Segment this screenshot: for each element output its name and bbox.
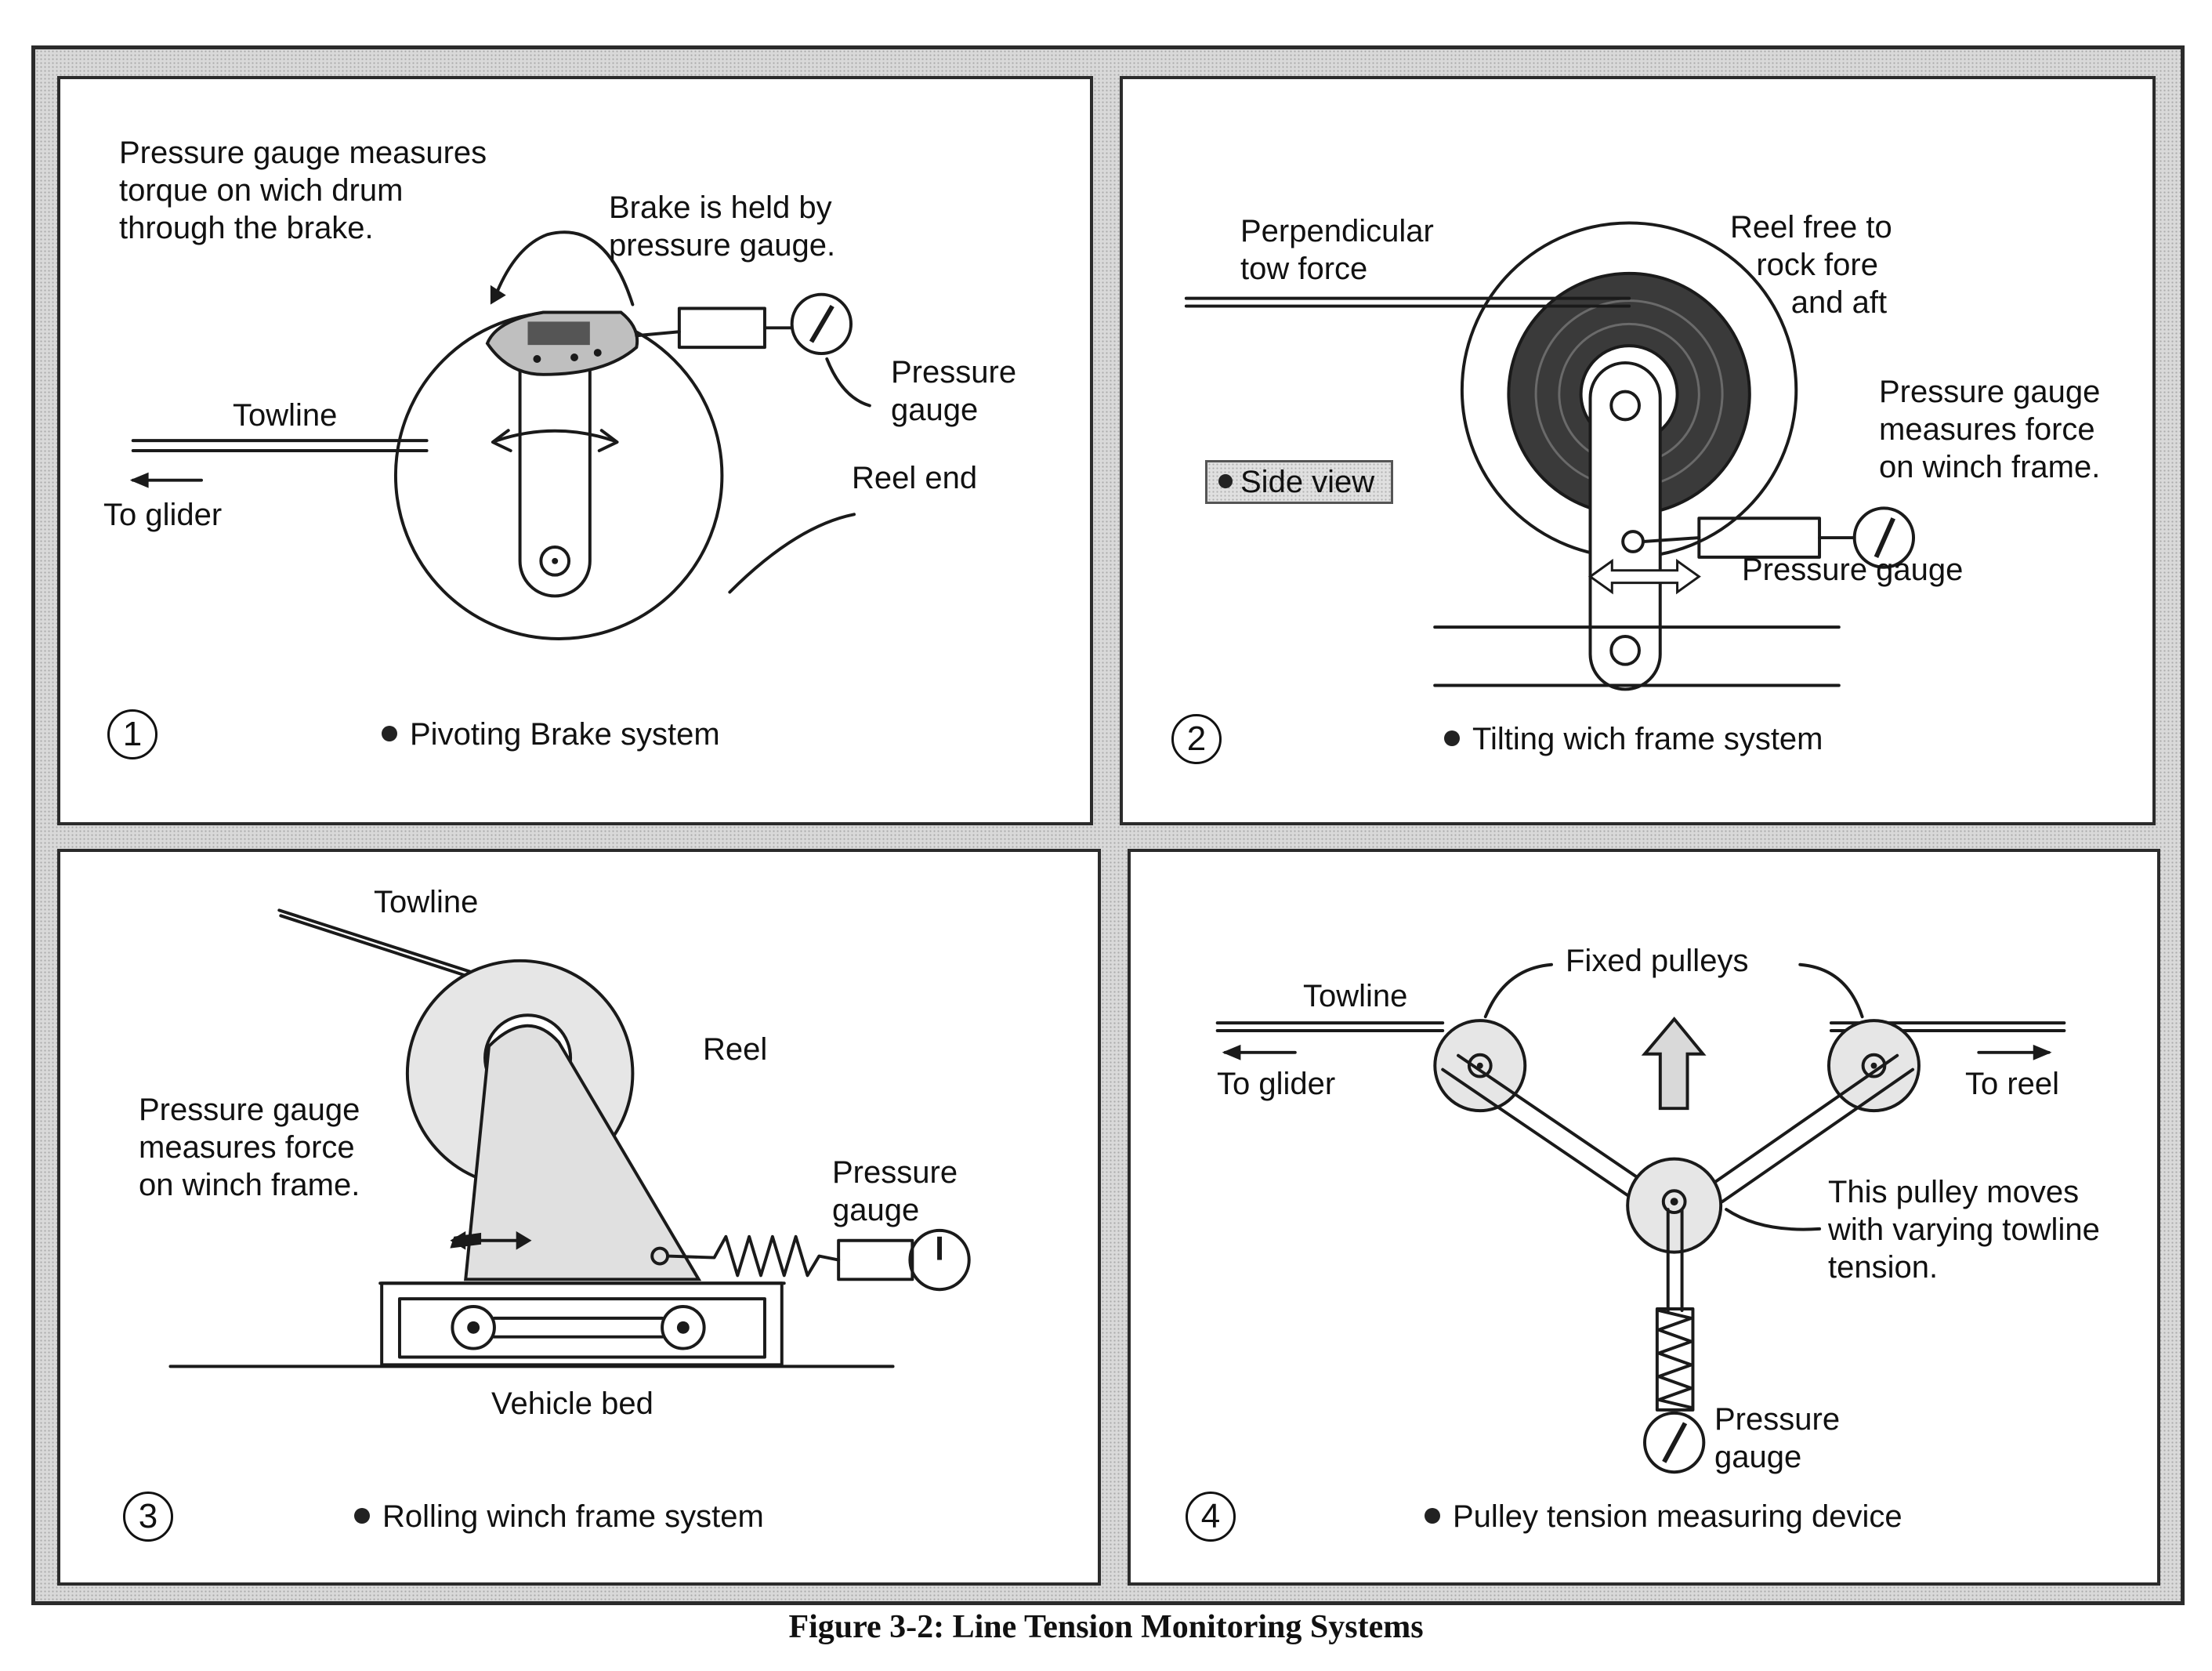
pivoting-brake-drawing — [129, 230, 871, 640]
brake-held-label: Brake is held by pressure gauge. — [609, 190, 836, 263]
gauge-force-label: Pressure gauge measures force on winch f… — [139, 1093, 360, 1202]
gauge-cylinder — [677, 306, 766, 350]
towline-label: Towline — [1303, 979, 1408, 1013]
panel-number-4: 4 — [1186, 1492, 1236, 1542]
tow-force-label: Perpendicular tow force — [1240, 214, 1434, 286]
vehicle-bed-frame — [380, 1281, 784, 1367]
pressure-gauge-dial — [790, 292, 853, 356]
moving-pulley — [1626, 1157, 1723, 1254]
to-reel-label: To reel — [1965, 1067, 2060, 1101]
panel-pulley-device: Fixed pulleys Towline To glider To reel … — [1128, 849, 2160, 1586]
reel-label: Reel — [703, 1032, 768, 1067]
rolling-frame-drawing — [168, 908, 971, 1368]
tilting-frame-link — [1588, 361, 1662, 691]
reel-end-label: Reel end — [852, 461, 978, 495]
panel-number-2: 2 — [1171, 714, 1222, 764]
bullet-icon — [1218, 474, 1233, 489]
pulley-device-drawing — [1215, 962, 2066, 1474]
panel-caption-3: Rolling winch frame system — [354, 1498, 764, 1535]
to-glider-label: To glider — [1217, 1067, 1336, 1101]
pressure-gauge-dial — [908, 1228, 971, 1292]
vehicle-bed-label: Vehicle bed — [491, 1386, 653, 1421]
to-glider-label: To glider — [103, 498, 223, 532]
tilting-frame-drawing — [1184, 221, 1916, 691]
bullet-icon — [1425, 1508, 1440, 1524]
figure-frame: Pressure gauge measures torque on wich d… — [31, 45, 2185, 1605]
panel-number-1: 1 — [107, 709, 157, 759]
gauge-force-label: Pressure gauge measures force on winch f… — [1879, 375, 2101, 484]
pressure-gauge-label: Pressure gauge — [891, 355, 1017, 427]
spring-icon — [666, 1234, 841, 1278]
pressure-gauge-label: Pressure gauge — [832, 1155, 958, 1227]
gauge-torque-label: Pressure gauge measures torque on wich d… — [119, 136, 487, 245]
reel-free-label: Reel free to rock fore and aft — [1730, 210, 1892, 320]
towline-label: Towline — [374, 885, 479, 919]
moving-pulley-label: This pulley moves with varying towline t… — [1828, 1175, 2100, 1285]
pressure-gauge-label: Pressure gauge — [1714, 1402, 1841, 1474]
up-arrow — [1641, 1017, 1707, 1111]
bullet-icon — [1444, 730, 1460, 747]
spring-icon — [1656, 1308, 1693, 1409]
brake-arm — [518, 350, 592, 598]
panel-tilting-frame: Perpendicular tow force Reel free to roc… — [1120, 76, 2156, 825]
tilt-arrow — [1587, 558, 1701, 595]
panel-caption-2: Tilting wich frame system — [1444, 720, 1823, 758]
gauge-cylinder — [837, 1238, 914, 1281]
towline-label: Towline — [233, 398, 338, 433]
panel-number-3: 3 — [123, 1492, 173, 1542]
pressure-gauge-label: Pressure gauge — [1742, 553, 1964, 587]
panel-rolling-frame: Towline Reel Pressure gauge measures for… — [57, 849, 1101, 1586]
panel-caption-4: Pulley tension measuring device — [1425, 1498, 1902, 1535]
figure-caption: Figure 3-2: Line Tension Monitoring Syst… — [788, 1609, 1424, 1645]
winch-frame — [464, 1024, 702, 1281]
panel-caption-1: Pivoting Brake system — [382, 716, 720, 753]
panel-pivoting-brake: Pressure gauge measures torque on wich d… — [57, 76, 1093, 825]
pressure-gauge-dial — [1852, 506, 1916, 569]
pressure-gauge-dial — [1643, 1411, 1706, 1474]
bullet-icon — [382, 726, 397, 742]
bullet-icon — [354, 1508, 370, 1524]
side-view-tag: Side view — [1205, 460, 1393, 504]
fixed-pulleys-label: Fixed pulleys — [1566, 944, 1749, 978]
pivot-arrow — [494, 429, 615, 443]
pivot-hole — [539, 545, 571, 577]
